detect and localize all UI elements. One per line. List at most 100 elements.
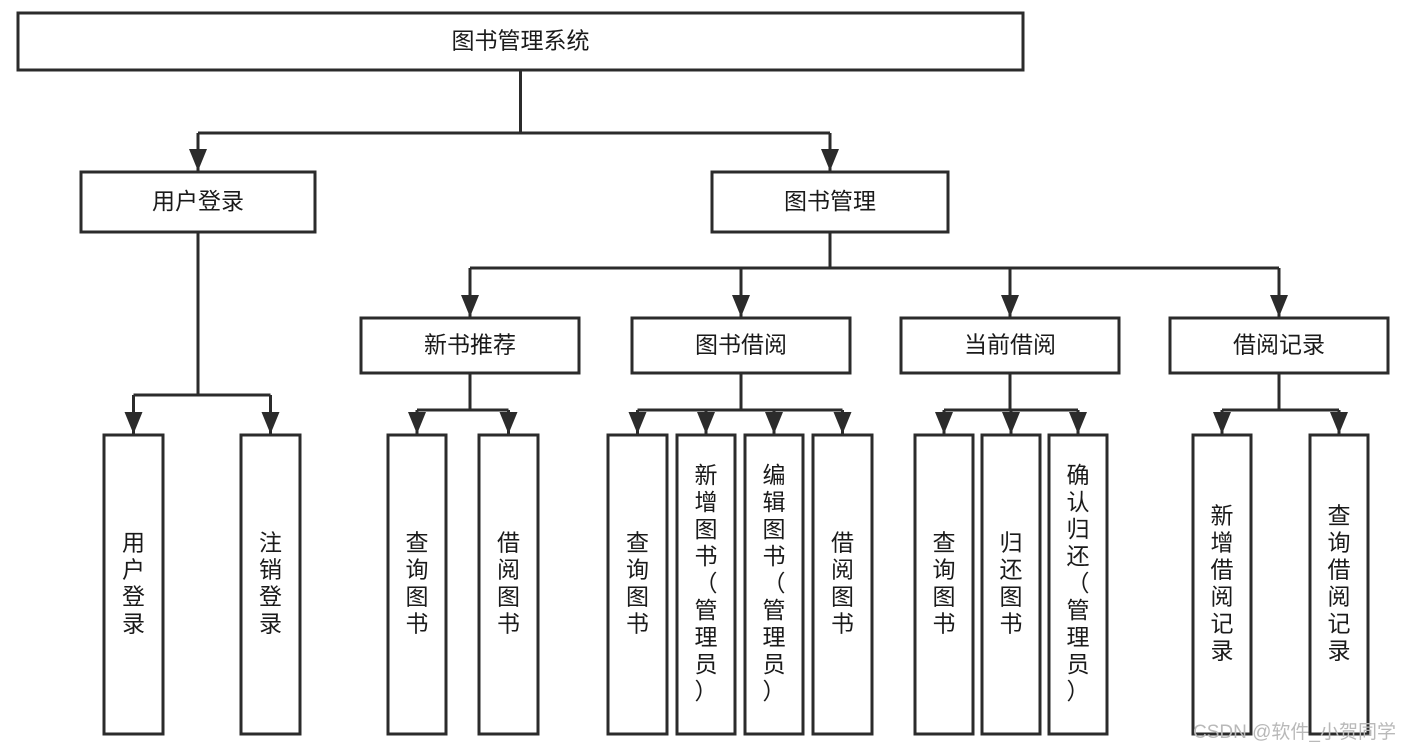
node-book-manage[interactable]: 图书管理 — [710, 170, 950, 234]
book-borrow-leaf-fanout-arrow-3 — [833, 412, 852, 434]
current-borrow-leaf-fanout-arrow-1 — [1002, 412, 1020, 434]
node-leaf-query-record-label-char: 询 — [1328, 530, 1351, 556]
node-leaf-query-book-2-label-char: 图 — [626, 584, 649, 610]
node-leaf-return-book-box[interactable] — [980, 433, 1042, 736]
node-leaf-edit-book-label-char: 书 — [763, 543, 786, 569]
node-leaf-query-record-label-char: 借 — [1328, 557, 1351, 583]
node-leaf-logout-box[interactable] — [239, 433, 302, 736]
node-leaf-return-book-label-char: 图 — [1000, 584, 1023, 610]
node-current-borrow-box[interactable] — [899, 316, 1121, 375]
book-borrow-leaf-fanout-arrow-2 — [765, 412, 783, 434]
node-leaf-query-record-label-char: 录 — [1328, 638, 1351, 664]
node-borrow-record-box[interactable] — [1168, 316, 1390, 375]
node-leaf-borrow-book-1-box[interactable] — [477, 433, 540, 736]
node-leaf-add-book-label-char: 管 — [695, 597, 718, 623]
book-manage-fanout-arrow-0 — [461, 295, 479, 317]
node-leaf-confirm-return-box[interactable] — [1047, 433, 1109, 736]
node-leaf-logout-label-char: 登 — [259, 584, 282, 610]
node-book-manage-box[interactable] — [710, 170, 950, 234]
node-current-borrow-label: 当前借阅 — [964, 332, 1056, 358]
node-user-login[interactable]: 用户登录 — [79, 170, 317, 234]
node-leaf-edit-book-box[interactable] — [743, 433, 805, 736]
node-leaf-query-book-1-label-char: 书 — [406, 611, 429, 637]
node-leaf-add-record-label-char: 录 — [1211, 638, 1234, 664]
node-leaf-edit-book-label-char: 员 — [763, 651, 786, 677]
node-leaf-borrow-book-2-label-char: 图 — [831, 584, 854, 610]
book-borrow-leaf-fanout-arrow-1 — [697, 412, 715, 434]
node-leaf-return-book-label-char: 还 — [1000, 557, 1023, 583]
node-leaf-query-book-2-label-char: 查 — [626, 530, 649, 556]
node-leaf-borrow-book-2-box[interactable] — [811, 433, 874, 736]
node-new-book-rec-box[interactable] — [359, 316, 581, 375]
node-leaf-add-record-label-char: 借 — [1211, 557, 1234, 583]
node-leaf-query-book-3-box[interactable] — [913, 433, 975, 736]
node-leaf-edit-book-label-char: 管 — [763, 597, 786, 623]
node-leaf-query-book-3-label-char: 询 — [933, 557, 956, 583]
node-book-borrow[interactable]: 图书借阅 — [630, 316, 852, 375]
node-leaf-query-book-2-label-char: 书 — [626, 611, 649, 637]
node-leaf-user-login-label-char: 用 — [122, 530, 145, 556]
book-borrow-leaf-fanout-arrow-0 — [628, 412, 647, 434]
new-book-rec-leaf-fanout-arrow-1 — [499, 412, 518, 434]
node-leaf-edit-book-label-char: （ — [763, 570, 786, 596]
node-book-borrow-box[interactable] — [630, 316, 852, 375]
book-manage-fanout-arrow-1 — [732, 295, 750, 317]
node-leaf-logout-label-char: 注 — [259, 530, 282, 556]
node-leaf-confirm-return-label-char: 还 — [1067, 543, 1090, 569]
root-fanout-arrow-1 — [821, 149, 839, 171]
node-leaf-add-record-box[interactable] — [1191, 433, 1253, 736]
node-leaf-add-record-label-char: 增 — [1211, 530, 1234, 556]
node-borrow-record[interactable]: 借阅记录 — [1168, 316, 1390, 375]
node-leaf-confirm-return-label-char: ） — [1067, 678, 1090, 704]
node-new-book-rec[interactable]: 新书推荐 — [359, 316, 581, 375]
node-leaf-query-book-2-box[interactable] — [606, 433, 669, 736]
node-current-borrow[interactable]: 当前借阅 — [899, 316, 1121, 375]
node-leaf-query-record-box[interactable] — [1308, 433, 1370, 736]
node-leaf-logout-label-char: 录 — [259, 611, 282, 637]
user-login-leaf-fanout-arrow-0 — [124, 412, 143, 434]
node-root-system[interactable]: 图书管理系统 — [16, 11, 1025, 72]
node-leaf-add-book-label-char: 理 — [695, 624, 718, 650]
node-leaf-borrow-book-2-label-char: 阅 — [831, 557, 854, 583]
node-leaf-add-record-label-char: 阅 — [1211, 584, 1234, 610]
user-login-leaf-fanout-arrow-1 — [261, 412, 280, 434]
node-leaf-add-book-label-char: 图 — [695, 516, 718, 542]
node-leaf-borrow-book-1-label-char: 借 — [497, 530, 520, 556]
node-leaf-query-record-label-char: 查 — [1328, 503, 1351, 529]
node-leaf-user-login[interactable]: 用户登录 — [102, 433, 165, 736]
node-leaf-return-book-label-char: 书 — [1000, 611, 1023, 637]
node-leaf-add-book-box[interactable] — [675, 433, 737, 736]
node-leaf-query-book-3-label-char: 图 — [933, 584, 956, 610]
node-leaf-edit-book-label-char: 编 — [763, 462, 786, 488]
node-book-manage-label: 图书管理 — [784, 188, 876, 214]
node-layer: 图书管理系统用户登录图书管理新书推荐图书借阅当前借阅借阅记录用户登录注销登录查询… — [16, 11, 1390, 736]
current-borrow-leaf-fanout-arrow-0 — [935, 412, 953, 434]
node-leaf-query-record-label-char: 阅 — [1328, 584, 1351, 610]
node-user-login-label: 用户登录 — [152, 188, 244, 214]
node-leaf-user-login-box[interactable] — [102, 433, 165, 736]
node-leaf-add-book-label-char: 新 — [695, 462, 718, 488]
node-leaf-query-book-1-box[interactable] — [386, 433, 448, 736]
node-leaf-add-record-label-char: 新 — [1211, 503, 1234, 529]
connector-layer — [124, 70, 1348, 434]
node-leaf-query-book-3-label-char: 书 — [933, 611, 956, 637]
node-root-system-box[interactable] — [16, 11, 1025, 72]
node-root-system-label: 图书管理系统 — [452, 28, 590, 54]
node-leaf-user-login-label-char: 户 — [122, 557, 145, 583]
node-leaf-query-record-label-char: 记 — [1328, 611, 1351, 637]
node-user-login-box[interactable] — [79, 170, 317, 234]
node-leaf-confirm-return-label-char: 理 — [1067, 624, 1090, 650]
